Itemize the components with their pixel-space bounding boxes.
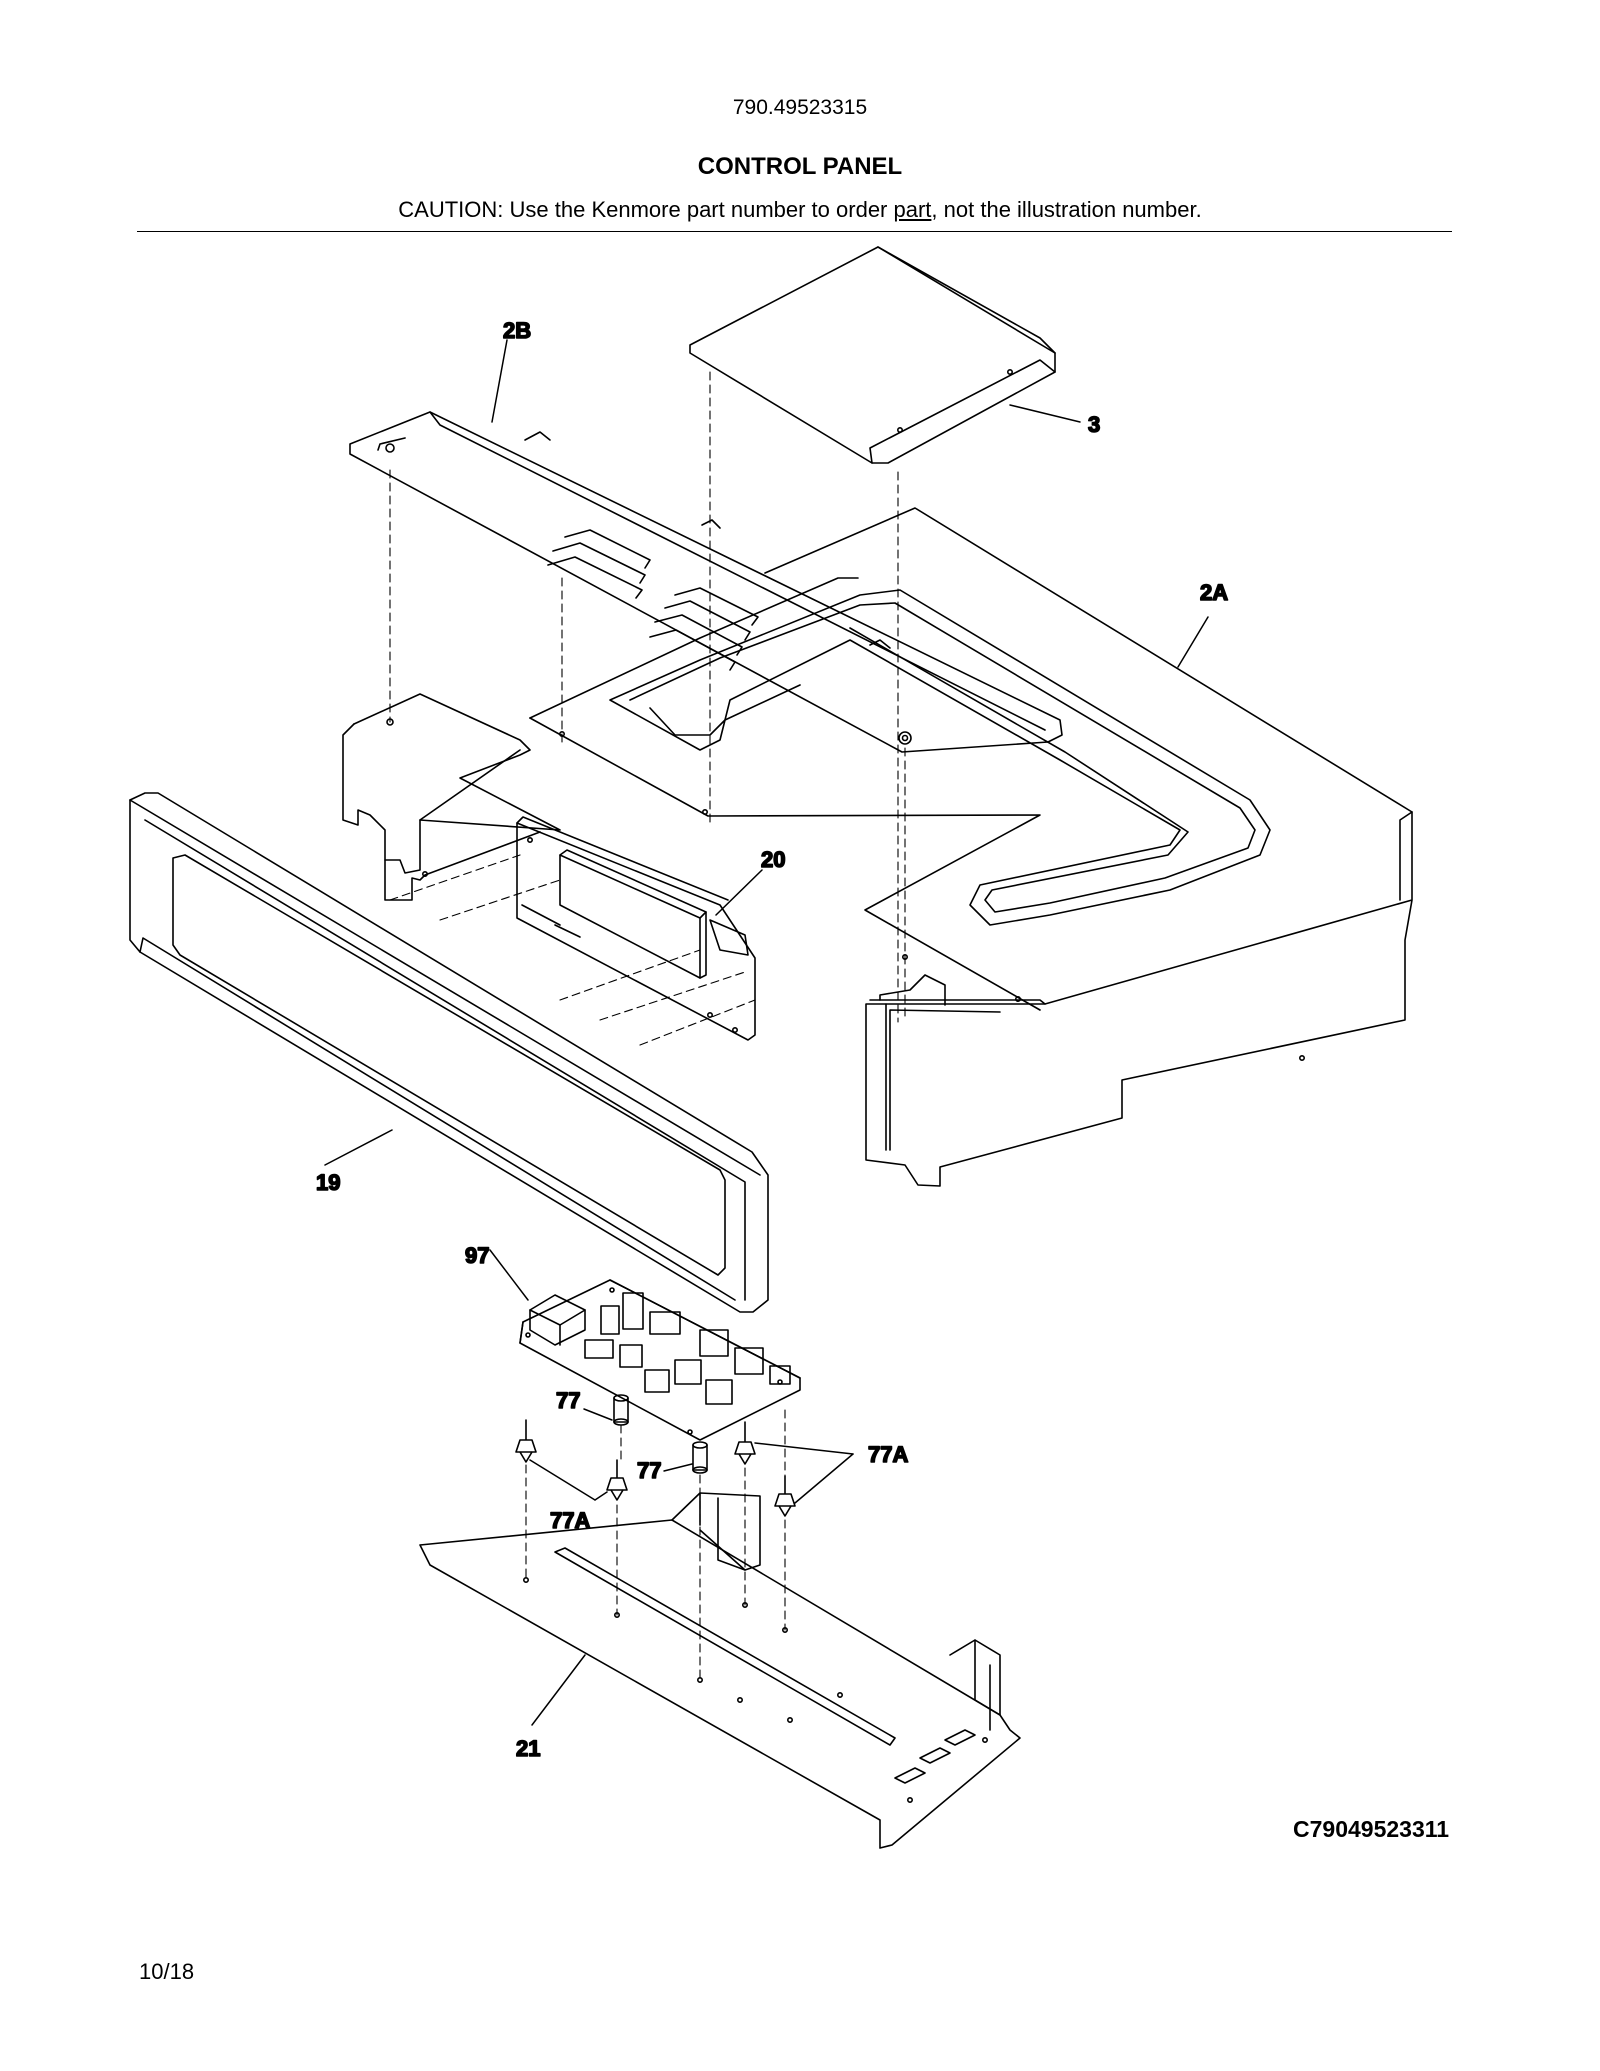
callout-77a-right: 77A: [868, 1442, 908, 1467]
part-20-display-board: [516, 816, 756, 1041]
caution-underlined: part: [893, 197, 932, 222]
callout-2b: 2B: [503, 318, 531, 343]
callout-19: 19: [316, 1170, 340, 1195]
header-rule: [137, 231, 1452, 232]
callout-3: 3: [1088, 412, 1100, 437]
left-side-bracket: [342, 693, 561, 901]
part-2a-chassis: [529, 507, 1413, 1187]
caution-prefix: CAUTION: Use the Kenmore part number to …: [398, 197, 894, 222]
part-21-bottom-tray: [419, 1492, 1021, 1849]
caution-suffix: , not the illustration number.: [931, 197, 1202, 222]
part-2b-top-cover: [349, 411, 1063, 753]
leader-lines: [324, 339, 1209, 1726]
page-title: CONTROL PANEL: [697, 153, 903, 180]
callout-77a-left: 77A: [550, 1508, 590, 1533]
callout-77-lower: 77: [637, 1458, 661, 1483]
callout-2a: 2A: [1200, 580, 1228, 605]
callout-20: 20: [761, 847, 785, 872]
callout-97: 97: [465, 1243, 489, 1268]
part-19-bezel: [129, 792, 769, 1313]
drawing-code: C79049523311: [1293, 1816, 1450, 1842]
page-number: 10/18: [139, 1959, 195, 1984]
caution-note: CAUTION: Use the Kenmore part number to …: [0, 197, 1600, 223]
part-97-control-board: [519, 1279, 801, 1441]
model-number: 790.49523315: [732, 96, 868, 119]
alignment-lines: [389, 371, 906, 1681]
part-77a-standoffs: [515, 1419, 796, 1517]
part-3-cover: [689, 246, 1056, 464]
callout-21: 21: [516, 1736, 540, 1761]
callout-77-upper: 77: [556, 1388, 580, 1413]
